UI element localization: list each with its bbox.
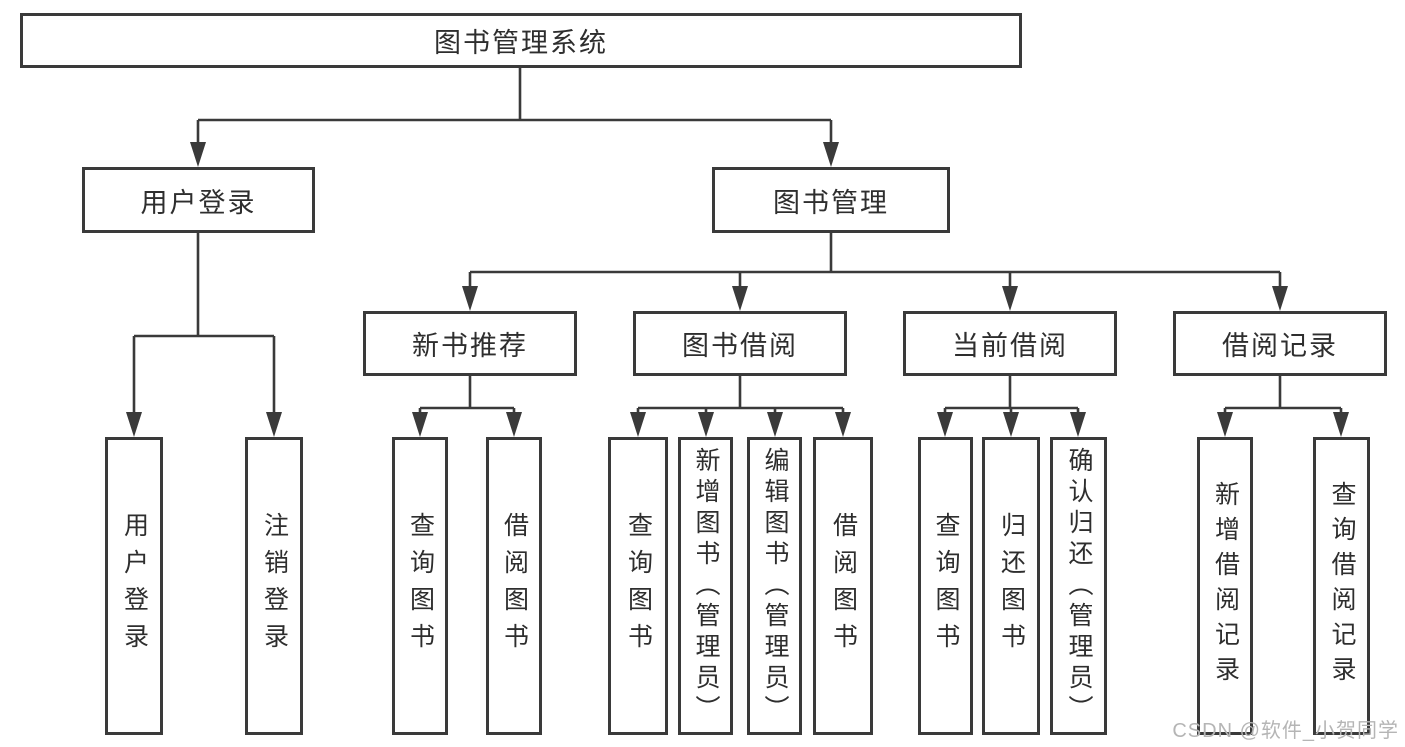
leaf-user-login: 用户登录 xyxy=(105,437,163,735)
leaf-add-book-admin: 新增图书（管理员） xyxy=(678,437,733,735)
node-book-management: 图书管理 xyxy=(712,167,950,233)
leaf-recommend-borrow-books: 借阅图书 xyxy=(486,437,542,735)
leaf-query-borrowing-record: 查询借阅记录 xyxy=(1313,437,1370,735)
node-library-management-system: 图书管理系统 xyxy=(20,13,1022,68)
leaf-borrowing-borrow-books: 借阅图书 xyxy=(813,437,873,735)
node-book-borrowing: 图书借阅 xyxy=(633,311,847,376)
node-user-login: 用户登录 xyxy=(82,167,315,233)
node-current-borrowing: 当前借阅 xyxy=(903,311,1117,376)
leaf-return-books: 归还图书 xyxy=(982,437,1040,735)
leaf-confirm-return-admin: 确认归还（管理员） xyxy=(1050,437,1107,735)
csdn-watermark: CSDN @软件_小贺同学 xyxy=(1172,720,1399,742)
leaf-borrowing-query-books: 查询图书 xyxy=(608,437,668,735)
leaf-edit-book-admin: 编辑图书（管理员） xyxy=(747,437,802,735)
leaf-current-query-books: 查询图书 xyxy=(918,437,973,735)
node-borrowing-records: 借阅记录 xyxy=(1173,311,1387,376)
node-new-book-recommendation: 新书推荐 xyxy=(363,311,577,376)
leaf-recommend-query-books: 查询图书 xyxy=(392,437,448,735)
leaf-logout: 注销登录 xyxy=(245,437,303,735)
leaf-add-borrowing-record: 新增借阅记录 xyxy=(1197,437,1253,735)
